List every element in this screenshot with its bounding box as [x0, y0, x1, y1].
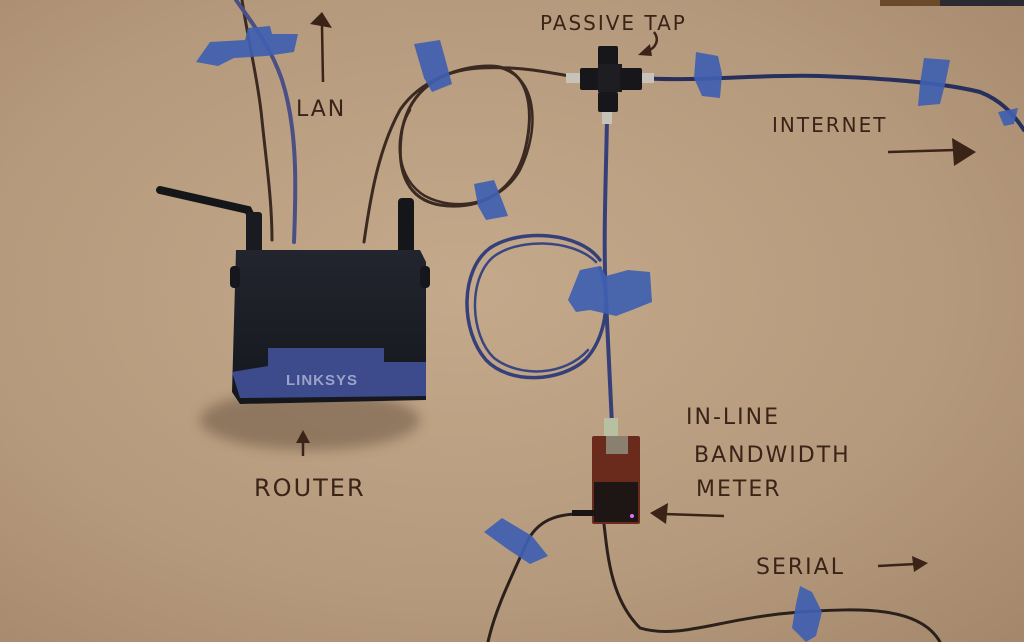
meter-arrow-shaft: [663, 512, 725, 518]
tape-internet-3: [998, 108, 1018, 126]
internet-arrow-shaft: [887, 148, 956, 154]
passive-tap-port-left: [580, 68, 602, 90]
lan-cable-blue: [234, 0, 298, 244]
passive-tap-port-right: [620, 68, 642, 90]
tap-to-meter-coil: [465, 233, 608, 380]
router: LINKSYS: [156, 186, 430, 450]
serial-arrowhead: [912, 556, 928, 572]
tape-internet-2: [918, 58, 950, 106]
passive-tap-plug-bottom: [602, 112, 612, 124]
passive-tap: [566, 46, 654, 124]
tap-to-meter-coil-2: [473, 242, 598, 373]
tape-coil-blue: [568, 266, 652, 316]
tape-coil-top: [414, 40, 452, 92]
bandwidth-meter: [572, 418, 640, 524]
passive-tap-arrowhead: [638, 44, 652, 56]
label-meter-line1: IN-LINE: [686, 405, 780, 430]
tape-strips: [196, 26, 1018, 642]
meter-arrowhead: [650, 503, 668, 524]
router-arrowhead: [296, 430, 310, 443]
label-passive-tap: PASSIVE TAP: [540, 11, 687, 35]
board-frame-wood: [880, 0, 940, 6]
meter-serial-plug: [572, 510, 596, 516]
meter-ethernet-jack: [606, 436, 628, 454]
serial-cable-right: [602, 522, 942, 642]
annotations: PASSIVE TAP LAN INTERNET ROUTER IN-LINE …: [254, 11, 976, 580]
tape-lan: [196, 26, 298, 66]
router-brand-logo: LINKSYS: [286, 372, 358, 389]
router-shadow: [200, 390, 420, 450]
passive-tap-plug-right: [642, 73, 654, 83]
internet-arrowhead: [952, 138, 976, 166]
board-frame-dark: [940, 0, 1024, 6]
router-side-notch-left: [230, 266, 240, 288]
meter-cable-plug: [604, 418, 618, 436]
lan-arrow-shaft: [320, 25, 325, 83]
tape-internet-1: [694, 52, 722, 98]
lan-arrowhead: [310, 12, 332, 28]
passive-tap-plug-left: [566, 73, 580, 83]
label-serial: SERIAL: [756, 555, 845, 580]
tape-coil-bottom: [474, 180, 508, 220]
passive-tap-port-bottom: [598, 92, 618, 112]
router-front-band: [232, 348, 426, 398]
label-router: ROUTER: [254, 474, 366, 502]
tape-serial-right: [792, 586, 822, 642]
passive-tap-port-top: [598, 46, 618, 66]
router-antenna-left-base: [246, 212, 262, 252]
label-meter-line2: BANDWIDTH: [694, 443, 851, 468]
passive-tap-center: [598, 64, 622, 92]
tape-serial-left: [484, 518, 548, 564]
label-internet: INTERNET: [772, 113, 887, 137]
label-meter-line3: METER: [696, 477, 782, 502]
meter-led: [630, 514, 634, 518]
router-antenna-right: [398, 198, 414, 254]
router-side-notch-right: [420, 266, 430, 288]
serial-arrow-shaft: [877, 562, 917, 568]
label-lan: LAN: [296, 97, 346, 122]
